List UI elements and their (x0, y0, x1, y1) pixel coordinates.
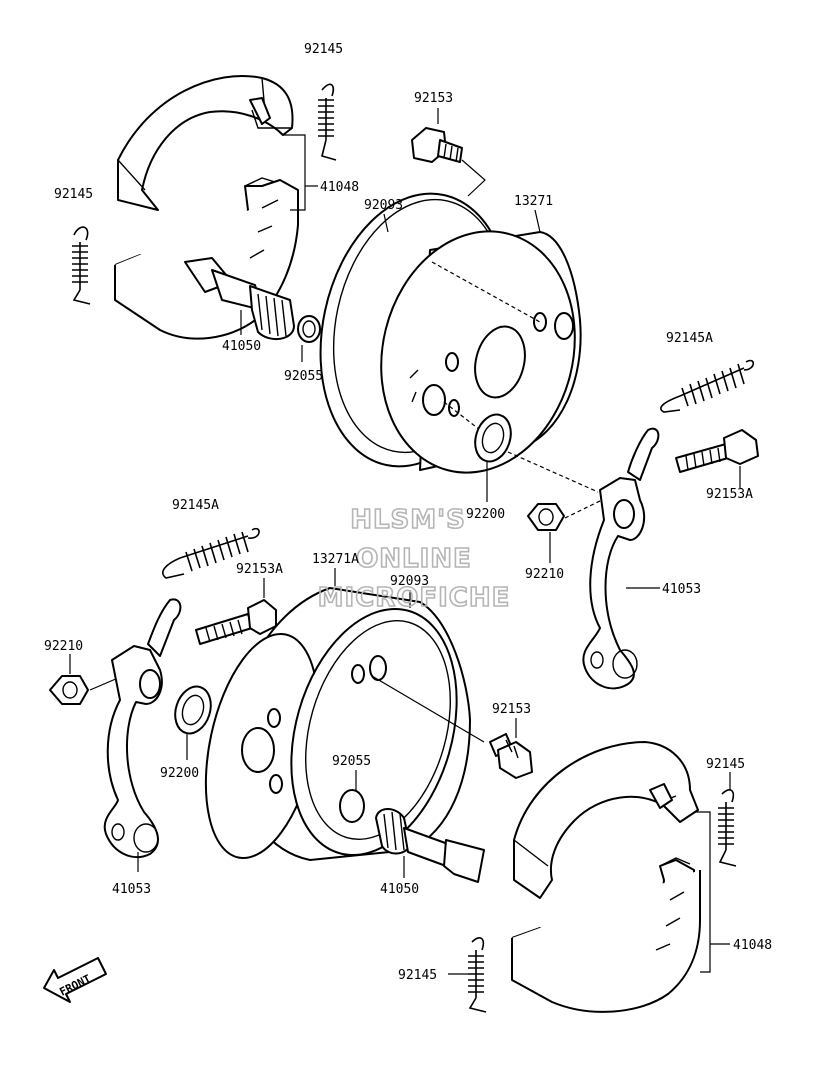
label-spring-top: 92145 (304, 42, 343, 57)
bolt-mid-left (195, 599, 277, 645)
label-spring-bottom: 92145 (398, 968, 437, 983)
label-drum-bottom: 13271A (312, 552, 359, 567)
label-bolt-top: 92153 (414, 91, 453, 106)
drum-top (380, 230, 582, 474)
label-panel-bottom: 92093 (390, 574, 429, 589)
label-bolt-mid-left: 92153A (236, 562, 283, 577)
label-panel-top: 92093 (364, 198, 403, 213)
bolt-top (411, 127, 463, 163)
bolt-bottom (489, 733, 533, 779)
cam-shaft-bottom (375, 808, 485, 883)
lever-left (103, 598, 182, 859)
brake-shoe-bottom-lower (511, 857, 701, 1013)
spring-bottom-right (718, 789, 737, 867)
label-shoe-bottom-ref: 41048 (733, 938, 772, 953)
bolt-right (675, 429, 759, 473)
label-seal-bottom: 92200 (160, 766, 199, 781)
label-spring-mid-left: 92145A (172, 498, 219, 513)
label-shoe-top-ref: 41048 (320, 180, 359, 195)
watermark-line-3: MICROFICHE (318, 583, 511, 613)
label-washer-top: 92055 (284, 369, 323, 384)
washer-top (297, 315, 321, 343)
label-spring-right: 92145A (666, 331, 713, 346)
label-nut-left: 92210 (44, 639, 83, 654)
spring-right (660, 359, 755, 413)
label-spring-left: 92145 (54, 187, 93, 202)
label-bolt-bottom: 92153 (492, 702, 531, 717)
brake-shoe-top-upper (117, 74, 294, 211)
label-spring-bottom-right: 92145 (706, 757, 745, 772)
label-nut-right: 92210 (525, 567, 564, 582)
label-lever-left: 41053 (112, 882, 151, 897)
label-bolt-right: 92153A (706, 487, 753, 502)
seal-top (474, 413, 512, 463)
label-lever-right: 41053 (662, 582, 701, 597)
spring-top (318, 83, 337, 161)
label-seal-top: 92200 (466, 507, 505, 522)
watermark-line-2: ONLINE (356, 544, 472, 574)
cam-shaft-top (184, 257, 295, 341)
watermark-line-1: HLSM'S (350, 505, 466, 535)
label-cam-top: 41050 (222, 339, 261, 354)
nut-left (49, 675, 89, 705)
panel-bottom (290, 607, 458, 857)
spring-left (72, 226, 91, 305)
spring-mid-left (162, 527, 260, 579)
watermark: HLSM'S ONLINE MICROFICHE (317, 504, 511, 614)
lever-right (582, 427, 660, 690)
nut-right (527, 503, 565, 531)
brake-shoe-bottom-upper (513, 741, 699, 899)
label-cam-bottom: 41050 (380, 882, 419, 897)
spring-bottom (468, 937, 487, 1013)
label-washer-bottom: 92055 (332, 754, 371, 769)
seal-bottom (174, 685, 212, 735)
front-arrow-icon: FRONT (43, 957, 107, 1003)
label-drum-top: 13271 (514, 194, 553, 209)
